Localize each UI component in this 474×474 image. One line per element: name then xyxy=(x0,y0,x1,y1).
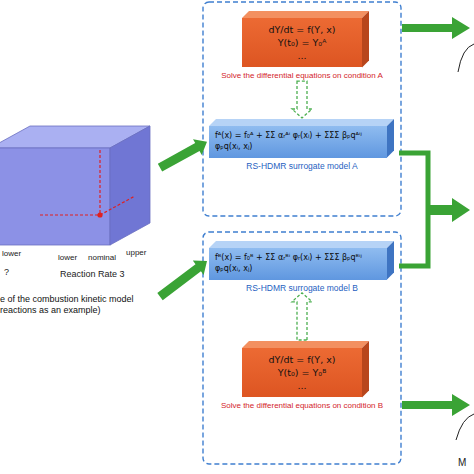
axis-label: ? xyxy=(4,268,9,277)
group-frame xyxy=(203,232,401,464)
equation-box: dY/dt = f(Y, x)Y(t₀) = Y₀ᴬ... Solve the d… xyxy=(207,10,397,81)
equation-block: dY/dt = f(Y, x)Y(t₀) = Y₀ᴬ... xyxy=(242,18,362,67)
equation-block: dY/dt = f(Y, x)Y(t₀) = Y₀ᴮ... xyxy=(242,348,362,397)
cropped-label: M xyxy=(458,458,466,468)
step-caption: Solve the differential equations on cond… xyxy=(207,401,397,411)
cropped-curve xyxy=(456,414,474,440)
model-caption: RS-HDMR surrogate model B xyxy=(207,283,397,293)
equation-text: ... xyxy=(248,50,356,63)
flow-arrow xyxy=(402,17,470,39)
model-caption: RS-HDMR surrogate model A xyxy=(207,161,397,171)
flow-arrow xyxy=(402,394,470,416)
flow-arrow xyxy=(157,261,207,301)
formula-block: fᴮ(x) = f₀ᴮ + ΣΣ αᵣᴮⁱ φᵣ(xᵢ) + ΣΣΣ βₚqᴮⁱ… xyxy=(209,248,387,280)
cropped-curve xyxy=(458,44,474,72)
group-frame xyxy=(203,2,401,216)
axis-label: Reaction Rate 3 xyxy=(60,270,125,279)
step-caption: Solve the differential equations on cond… xyxy=(207,71,397,81)
surrogate-model-box: fᴮ(x) = f₀ᴮ + ΣΣ αᵣᴮⁱ φᵣ(xᵢ) + ΣΣΣ βₚqᴮⁱ… xyxy=(207,240,397,293)
axis-label: lower xyxy=(58,254,77,262)
equation-text: Y(t₀) = Y₀ᴬ xyxy=(248,37,356,50)
equation-text: Y(t₀) = Y₀ᴮ xyxy=(248,367,356,380)
formula-block: fᴬ(x) = f₀ᴬ + ΣΣ αᵣᴬⁱ φᵣ(xᵢ) + ΣΣΣ βₚqᴬⁱ… xyxy=(209,126,387,158)
equation-box: dY/dt = f(Y, x)Y(t₀) = Y₀ᴮ... Solve the d… xyxy=(207,340,397,411)
derive-arrow xyxy=(292,293,312,340)
equation-text: dY/dt = f(Y, x) xyxy=(248,354,356,367)
axis-label: nominal xyxy=(88,254,116,262)
parameter-space-box: e of the combustion kinetic model reacti… xyxy=(0,118,160,317)
merge-bracket xyxy=(399,153,428,266)
axis-label: lower xyxy=(2,250,21,258)
equation-text: ... xyxy=(248,380,356,393)
parameter-cube xyxy=(0,126,150,245)
derive-arrow xyxy=(292,81,312,118)
formula-text: fᴮ(x) = f₀ᴮ + ΣΣ αᵣᴮⁱ φᵣ(xᵢ) + ΣΣΣ βₚqᴮⁱ… xyxy=(215,253,381,275)
flow-arrow xyxy=(428,198,470,222)
surrogate-model-box: fᴬ(x) = f₀ᴬ + ΣΣ αᵣᴬⁱ φᵣ(xᵢ) + ΣΣΣ βₚqᴬⁱ… xyxy=(207,118,397,171)
formula-text: fᴬ(x) = f₀ᴬ + ΣΣ αᵣᴬⁱ φᵣ(xᵢ) + ΣΣΣ βₚqᴬⁱ… xyxy=(215,131,381,153)
caption-text: e of the combustion kinetic model reacti… xyxy=(0,294,160,317)
axis-label: upper xyxy=(126,249,146,257)
equation-text: dY/dt = f(Y, x) xyxy=(248,24,356,37)
flow-arrow xyxy=(158,139,207,171)
